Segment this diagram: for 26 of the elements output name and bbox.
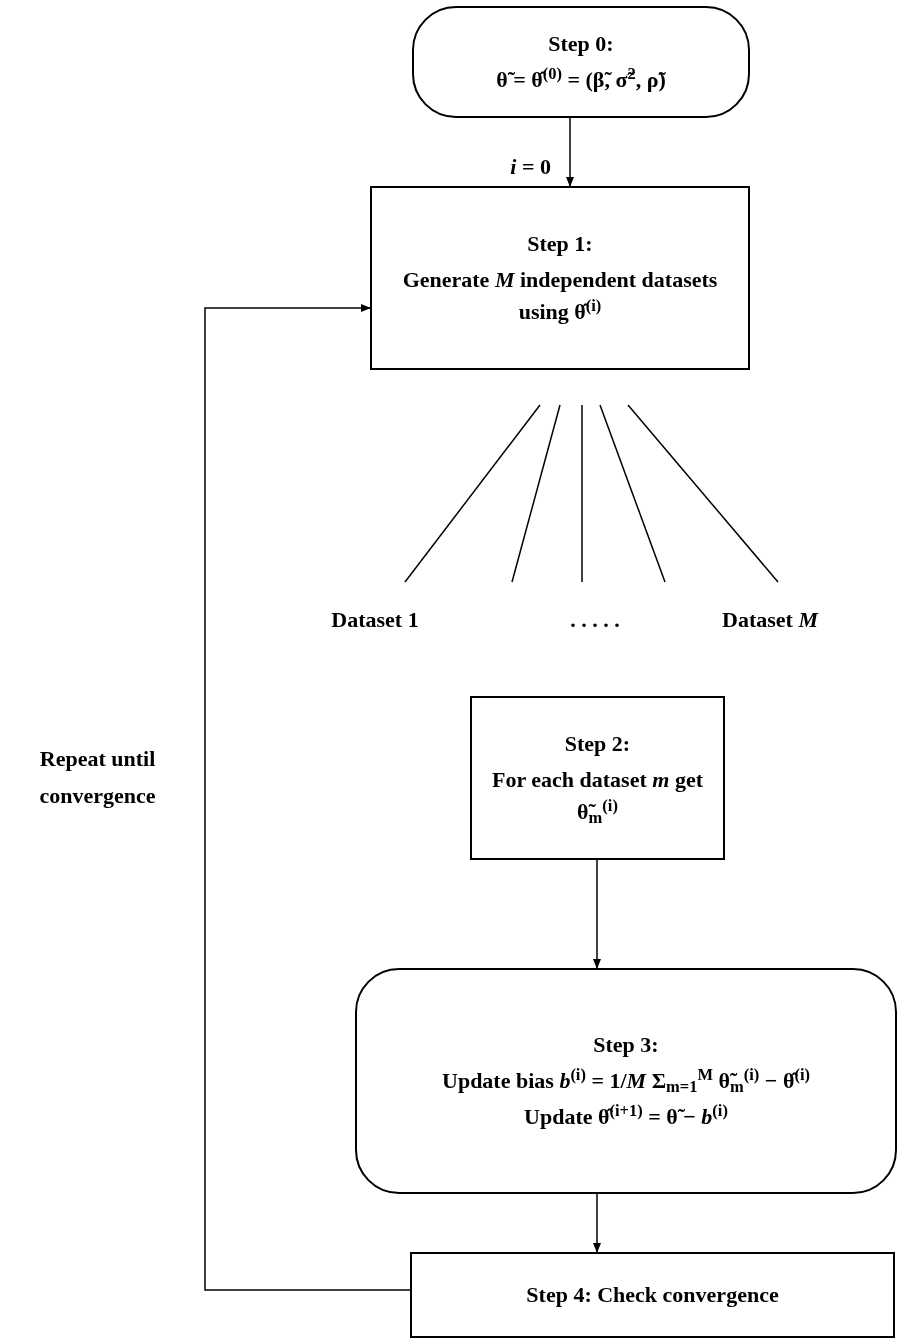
step-text: Generate M independent datasets using θ̂$^{(i)}$ (401, 266, 719, 326)
connector-line (627, 404, 779, 583)
step-text: Step 4: Check convergence (525, 1281, 780, 1310)
connector-line (404, 404, 541, 583)
step-heading: Step 0: (547, 30, 615, 59)
step-text: Update θ̂$^{(i+1)}$ = θ̃ − b$^{(i)}$ (523, 1100, 729, 1131)
arrow (566, 117, 574, 187)
arrow (593, 1193, 601, 1253)
step-heading: Step 2: (563, 730, 632, 759)
step-text: Update bias b$^{(i)}$ = 1/M Σ$_{m=1}$$^{M}$ θ̃$_{m}$$^{(i)}$ − θ̂$^{(i)}$ (441, 1065, 811, 1097)
process-box (470, 696, 725, 860)
step-text: Dataset 1 (330, 606, 420, 635)
feedback-arrow (204, 304, 411, 1291)
arrow (593, 859, 601, 969)
process-box (410, 1252, 895, 1338)
connector-line (581, 404, 583, 583)
start-box (412, 6, 750, 118)
connector-line (511, 404, 561, 583)
step-text: Dataset M (721, 606, 820, 635)
connector-line (599, 404, 666, 583)
step-text: θ̃ = θ̂$^{(0)}$ = (β̃, σ̃$^{2}$, ρ̃) (495, 64, 667, 94)
process-box (370, 186, 750, 370)
process-box (355, 968, 897, 1194)
step-text: . . . . . (569, 606, 621, 635)
step-heading: Step 1: (526, 230, 594, 259)
step-heading: Step 3: (592, 1031, 660, 1060)
